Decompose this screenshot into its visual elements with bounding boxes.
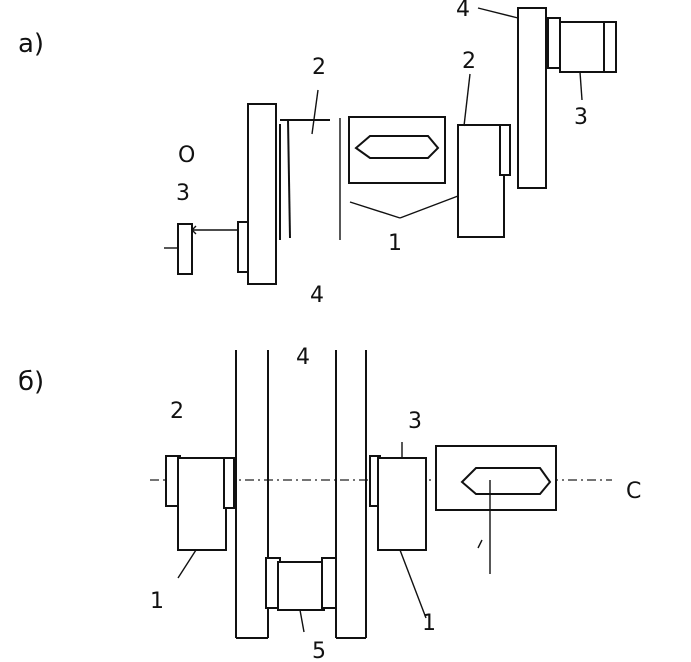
rod-box xyxy=(348,116,446,184)
section-a-label: а) xyxy=(18,29,44,59)
label-5: 5 xyxy=(312,639,326,662)
label-3-right: 3 xyxy=(574,105,588,130)
crankpin-left xyxy=(279,89,341,240)
label-1: 1 xyxy=(388,231,402,256)
bearing-1 xyxy=(457,73,511,238)
left-cheek xyxy=(247,103,277,285)
flywheel-left-cheek xyxy=(235,350,269,639)
label-2: 2 xyxy=(170,399,184,424)
label-3-left: 3 xyxy=(176,181,190,206)
label-2-mid: 2 xyxy=(312,55,326,80)
leader-1 xyxy=(349,195,459,219)
section-b: б) xyxy=(18,345,641,662)
flywheel-right-cheek xyxy=(335,350,367,639)
left-journal xyxy=(164,223,238,275)
right-bearing xyxy=(369,442,427,619)
label-4-bottom: 4 xyxy=(310,283,324,308)
label-c: C xyxy=(626,479,641,504)
label-2-right: 2 xyxy=(462,49,476,74)
crankpin-5 xyxy=(265,557,337,633)
left-bearing xyxy=(165,455,235,579)
label-1-left: 1 xyxy=(150,589,164,614)
label-3: 3 xyxy=(408,409,422,434)
label-1-right: 1 xyxy=(422,611,436,636)
label-4-top: 4 xyxy=(456,0,470,22)
right-box xyxy=(435,445,557,574)
label-o: O xyxy=(178,143,195,168)
section-a: а) xyxy=(18,0,617,308)
label-4: 4 xyxy=(296,345,310,370)
right-cheek xyxy=(517,7,547,189)
right-journal xyxy=(547,17,617,101)
section-b-label: б) xyxy=(18,367,44,397)
